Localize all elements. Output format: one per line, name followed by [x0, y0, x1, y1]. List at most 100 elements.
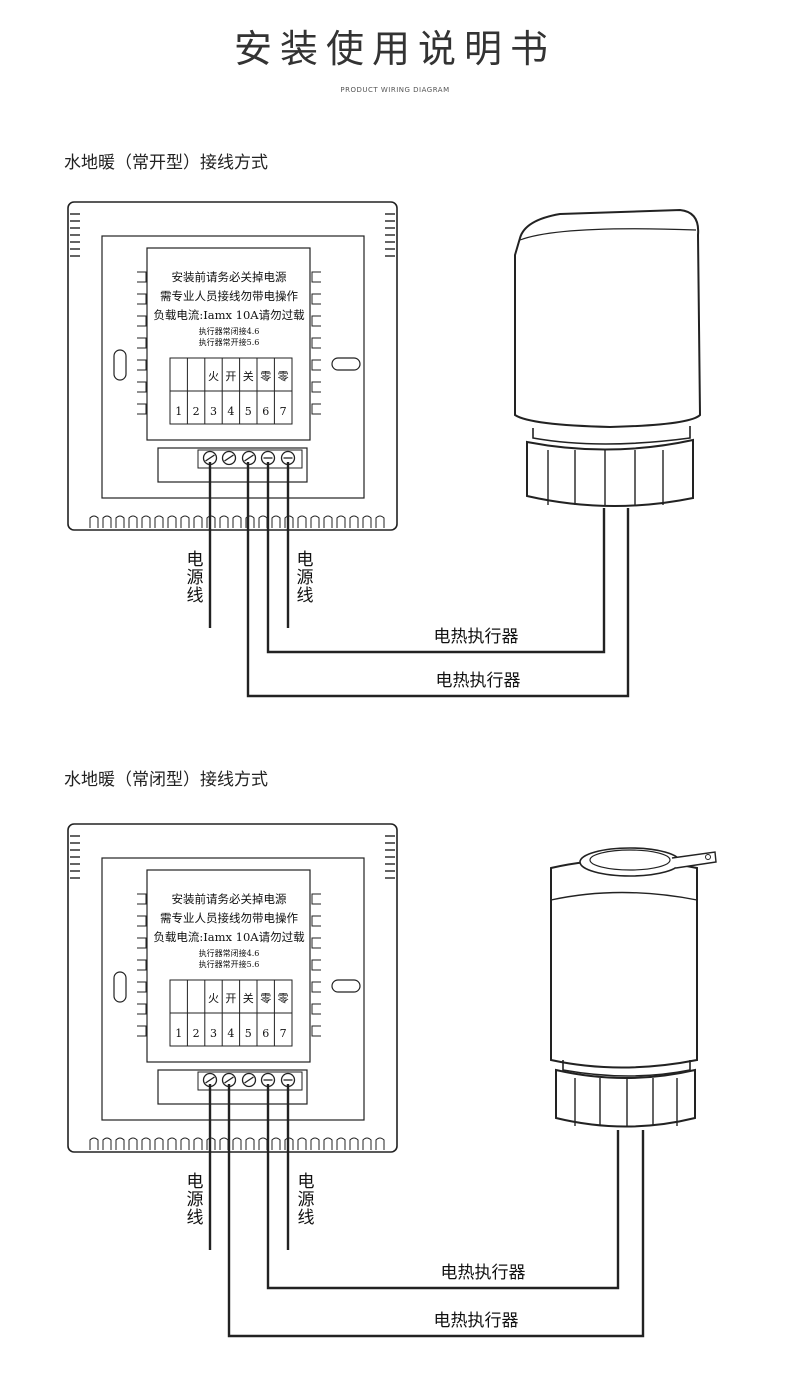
side-clip-right	[311, 315, 321, 327]
outer-plate	[67, 201, 398, 531]
power-line-label-left-char: 源	[187, 568, 204, 588]
terminal-screw-slot	[205, 454, 215, 462]
power-line-label-left-char: 源	[187, 1190, 204, 1210]
power-line-label-right-char: 源	[297, 568, 314, 588]
section-heading-normally-open: 水地暖（常开型）接线方式	[64, 153, 268, 173]
bottom-vent	[167, 515, 177, 528]
document-subtitle: PRODUCT WIRING DIAGRAM	[340, 86, 450, 94]
label-panel	[146, 869, 311, 1063]
bottom-vent	[102, 515, 112, 528]
panel-note-line: 执行器常开接5.6	[199, 959, 260, 969]
actuator-tab-hole	[705, 854, 711, 860]
bottom-vent	[115, 1137, 125, 1150]
bottom-vent	[193, 515, 203, 528]
power-line-label-left-char: 电	[187, 550, 204, 570]
terminal-number-label: 3	[210, 405, 217, 418]
power-line-label-right: 电源线	[298, 1172, 315, 1228]
side-clip-right	[311, 1003, 321, 1015]
side-clip-left	[137, 981, 147, 993]
bottom-vent	[336, 1137, 346, 1150]
bottom-vent	[219, 1137, 229, 1150]
side-clip-left	[137, 293, 147, 305]
panel-warning-line: 安装前请务必关掉电源	[172, 892, 287, 906]
terminal-number-label: 6	[262, 405, 269, 418]
side-clip-right	[311, 381, 321, 393]
document-title: 安装使用说明书	[233, 27, 556, 71]
bottom-vent	[375, 1137, 385, 1150]
power-line-label-right-char: 电	[298, 1172, 315, 1192]
terminal-function-label: 关	[243, 369, 254, 383]
side-clip-right	[311, 915, 321, 927]
bottom-vent	[219, 515, 229, 528]
bottom-vent	[336, 515, 346, 528]
mounting-slot-left	[113, 349, 127, 381]
panel-note-line: 执行器常开接5.6	[199, 337, 260, 347]
bottom-vent	[349, 515, 359, 528]
terminal-function-label: 零	[260, 992, 271, 1005]
power-line-label-right-char: 线	[298, 1208, 315, 1228]
terminal-block	[157, 447, 308, 483]
terminal-function-label: 零	[260, 370, 271, 383]
side-clip-right	[311, 959, 321, 971]
bottom-vent	[232, 515, 242, 528]
terminal-number-label: 5	[245, 1027, 252, 1040]
bottom-vent	[115, 515, 125, 528]
power-line-label-right-char: 线	[297, 586, 314, 606]
bottom-vent	[245, 515, 255, 528]
side-clip-right	[311, 293, 321, 305]
terminal-block	[157, 1069, 308, 1105]
inner-frame	[101, 235, 365, 499]
actuator-wire-label-2: 电热执行器	[434, 1311, 519, 1331]
outer-plate	[67, 823, 398, 1153]
bottom-vent	[180, 515, 190, 528]
side-clip-right	[311, 359, 321, 371]
bottom-vent	[362, 515, 372, 528]
panel-warning-line: 需专业人员接线勿带电操作	[160, 289, 298, 303]
bottom-vent	[141, 515, 151, 528]
side-clip-right	[311, 981, 321, 993]
actuator-cap-line	[519, 228, 697, 241]
terminal-function-label: 零	[278, 992, 289, 1005]
terminal-number-label: 4	[227, 405, 234, 418]
actuator-tab	[671, 851, 717, 869]
bottom-vent	[89, 1137, 99, 1150]
terminal-function-label: 零	[278, 370, 289, 383]
bottom-vent	[271, 515, 281, 528]
bottom-vent	[310, 515, 320, 528]
actuator-wire-label-2: 电热执行器	[436, 671, 521, 691]
terminal-function-label: 开	[225, 370, 236, 383]
actuator-nut	[526, 438, 694, 508]
power-line-label-left: 电源线	[187, 550, 204, 606]
bottom-vent	[349, 1137, 359, 1150]
actuator-body	[550, 859, 698, 1069]
actuator-collar	[562, 1060, 691, 1077]
terminal-screw-slot	[205, 1076, 215, 1084]
bottom-vent	[323, 515, 333, 528]
terminal-function-label: 火	[208, 370, 219, 383]
terminal-number-label: 4	[227, 1027, 234, 1040]
terminal-number-label: 1	[175, 1027, 182, 1040]
actuator-wire-2	[227, 1084, 645, 1338]
actuator-nut	[555, 1068, 696, 1128]
bottom-vent	[232, 1137, 242, 1150]
bottom-vent	[167, 1137, 177, 1150]
terminal-function-label: 关	[243, 991, 254, 1005]
side-clip-left	[137, 359, 147, 371]
bottom-vent	[102, 1137, 112, 1150]
label-panel	[146, 247, 311, 441]
power-line-label-left: 电源线	[187, 1172, 204, 1228]
actuator-wire-1	[266, 1084, 620, 1290]
terminal-screw-slot	[244, 1076, 254, 1084]
power-line-label-right: 电源线	[297, 550, 314, 606]
terminal-number-label: 5	[245, 405, 252, 418]
bottom-vent	[258, 1137, 268, 1150]
power-line-label-left-char: 线	[187, 1208, 204, 1228]
side-clip-right	[311, 271, 321, 283]
power-line-label-right-char: 电	[297, 550, 314, 570]
bottom-vent	[128, 515, 138, 528]
bottom-vent	[323, 1137, 333, 1150]
